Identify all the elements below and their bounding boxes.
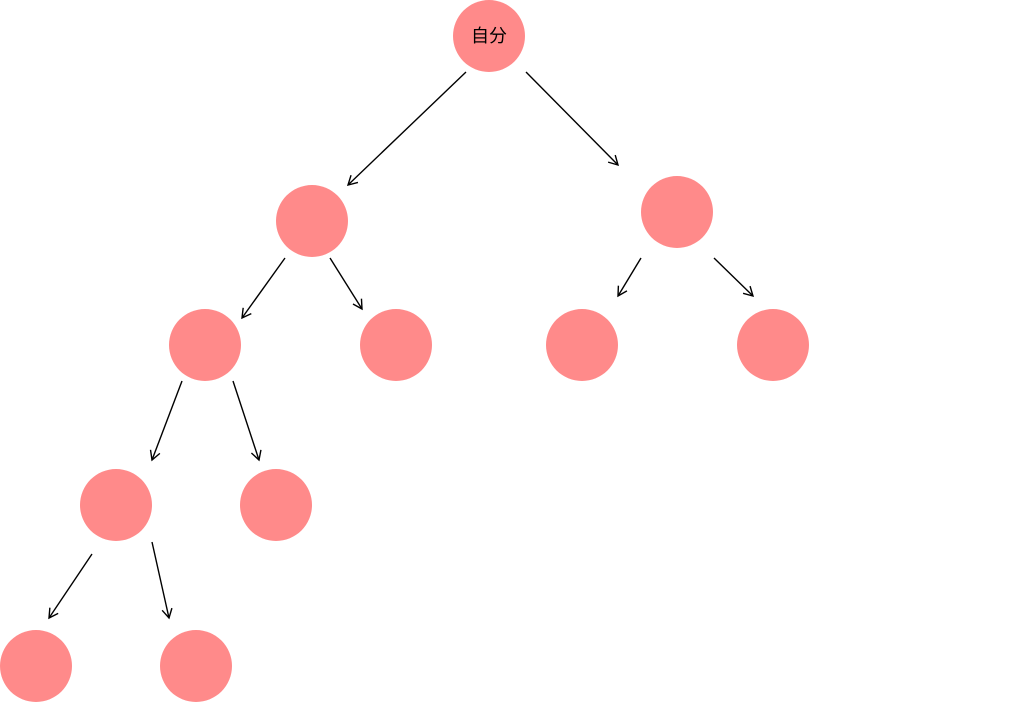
tree-node (0, 630, 72, 702)
tree-edges (48, 71, 755, 620)
tree-node (360, 309, 432, 381)
tree-node (546, 309, 618, 381)
tree-node (737, 309, 809, 381)
tree-node (641, 176, 713, 248)
tree-edge-arrow (617, 257, 642, 298)
tree-edge-arrow (151, 541, 173, 620)
tree-edge-arrow (525, 71, 620, 167)
tree-edge-arrow (713, 257, 755, 298)
root-node (453, 0, 525, 72)
tree-edge-arrow (346, 71, 467, 186)
tree-edge-arrow (241, 257, 286, 320)
tree-node (240, 469, 312, 541)
tree-node (160, 630, 232, 702)
tree-edge-arrow (48, 553, 93, 620)
tree-node (80, 469, 152, 541)
tree-node (169, 309, 241, 381)
tree-edge-arrow (329, 257, 363, 311)
tree-edge-arrow (232, 380, 262, 462)
tree-node (276, 185, 348, 257)
node-label: 自分 (471, 26, 507, 47)
tree-edge-arrow (149, 380, 183, 462)
tree-nodes: 自分 (0, 0, 809, 702)
